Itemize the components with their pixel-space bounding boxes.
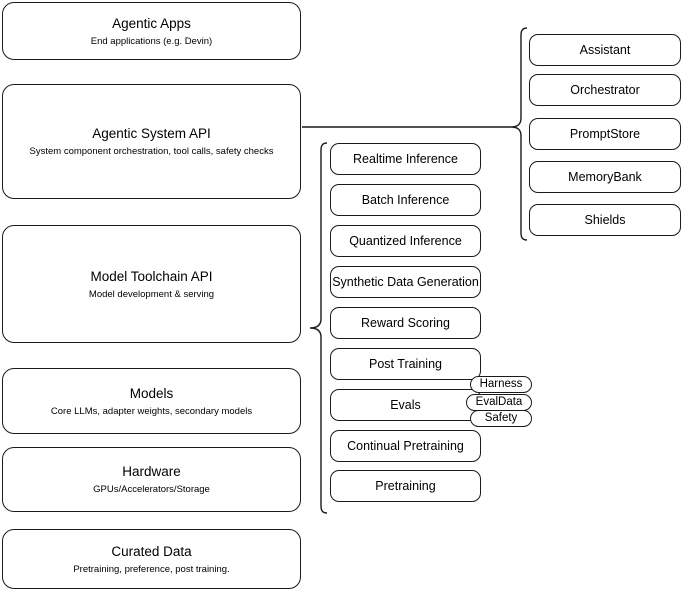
item-label: PromptStore [569, 126, 641, 141]
toolchain-item-quantized-inference[interactable]: Quantized Inference [330, 225, 481, 257]
layer-title: Hardware [122, 464, 181, 479]
item-label: Reward Scoring [361, 315, 450, 330]
item-label: Pretraining [375, 478, 436, 493]
item-label: Synthetic Data Generation [332, 274, 479, 289]
toolchain-item-realtime-inference[interactable]: Realtime Inference [330, 143, 481, 175]
layer-model-toolchain-api[interactable]: Model Toolchain API Model development & … [2, 225, 301, 343]
badge-label: Harness [479, 378, 523, 390]
system-component-shields[interactable]: Shields [529, 204, 681, 236]
layer-agentic-apps[interactable]: Agentic Apps End applications (e.g. Devi… [2, 2, 301, 60]
item-label: Assistant [579, 42, 631, 57]
layer-models[interactable]: Models Core LLMs, adapter weights, secon… [2, 368, 301, 434]
eval-badge-evaldata[interactable]: EvalData [466, 394, 532, 411]
badge-label: EvalData [475, 396, 523, 408]
item-label: Quantized Inference [349, 233, 462, 248]
toolchain-item-synthetic-data-generation[interactable]: Synthetic Data Generation [330, 266, 481, 298]
layer-subtitle: GPUs/Accelerators/Storage [93, 484, 210, 495]
item-label: Post Training [369, 356, 442, 371]
layer-hardware[interactable]: Hardware GPUs/Accelerators/Storage [2, 447, 301, 512]
bracket-middle-stack [309, 142, 328, 514]
layer-subtitle: Pretraining, preference, post training. [73, 563, 230, 575]
eval-badge-safety[interactable]: Safety [470, 410, 532, 427]
layer-subtitle: Model development & serving [88, 288, 215, 300]
item-label: Batch Inference [361, 192, 450, 207]
layer-subtitle: Core LLMs, adapter weights, secondary mo… [50, 405, 253, 417]
toolchain-item-evals[interactable]: Evals [330, 389, 481, 421]
layer-title: Model Toolchain API [90, 268, 213, 284]
item-label: Shields [584, 212, 626, 227]
system-component-assistant[interactable]: Assistant [529, 34, 681, 66]
layer-subtitle: System component orchestration, tool cal… [29, 146, 274, 157]
item-label: Evals [390, 397, 421, 412]
layer-title: Agentic System API [92, 126, 211, 141]
layer-title: Models [129, 385, 174, 401]
badge-label: Safety [484, 412, 518, 424]
system-component-memorybank[interactable]: MemoryBank [529, 161, 681, 193]
item-label: MemoryBank [568, 169, 642, 184]
layer-title: Agentic Apps [112, 15, 191, 31]
toolchain-item-batch-inference[interactable]: Batch Inference [330, 184, 481, 216]
toolchain-item-post-training[interactable]: Post Training [330, 348, 481, 380]
layer-agentic-system-api[interactable]: Agentic System API System component orch… [2, 84, 301, 199]
item-label: Realtime Inference [353, 151, 458, 166]
item-label: Continual Pretraining [347, 438, 464, 453]
toolchain-item-reward-scoring[interactable]: Reward Scoring [330, 307, 481, 339]
eval-badge-harness[interactable]: Harness [470, 376, 532, 393]
layer-subtitle: End applications (e.g. Devin) [90, 35, 213, 47]
item-label: Orchestrator [570, 82, 640, 97]
layer-curated-data[interactable]: Curated Data Pretraining, preference, po… [2, 529, 301, 589]
toolchain-item-pretraining[interactable]: Pretraining [330, 470, 481, 502]
system-component-promptstore[interactable]: PromptStore [529, 118, 681, 150]
layer-title: Curated Data [111, 543, 192, 559]
bracket-right-stack [510, 27, 528, 241]
system-component-orchestrator[interactable]: Orchestrator [529, 74, 681, 106]
toolchain-item-continual-pretraining[interactable]: Continual Pretraining [330, 430, 481, 462]
